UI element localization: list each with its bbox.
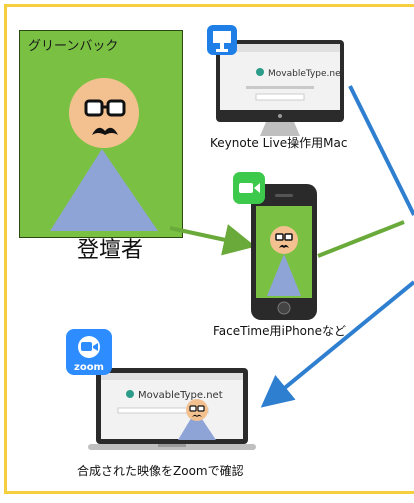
iphone-device (251, 184, 317, 320)
greenscreen-panel: グリーンバック (19, 30, 183, 238)
imac-device: MovableType.net (216, 40, 344, 136)
performer-head (69, 78, 139, 148)
arrow-mac-to-right (348, 85, 414, 216)
laptop-screen-logo: MovableType.net (138, 390, 223, 401)
facetime-icon (233, 172, 265, 204)
apple-logo (278, 114, 282, 118)
setup-frame (4, 4, 414, 494)
mustache (92, 127, 118, 135)
imac-screen-logo: MovableType.net (268, 69, 344, 79)
performer-figure (50, 78, 158, 231)
arrow-iphone-to-right (317, 220, 405, 258)
laptop-label: 合成された映像をZoomで確認 (77, 464, 244, 478)
laptop-screen (101, 373, 243, 439)
arrow-performer-to-iphone (169, 224, 256, 256)
mac-label: Keynote Live操作用Mac (210, 136, 348, 150)
iphone-label: FaceTime用iPhoneなど (213, 324, 347, 338)
keynote-icon (207, 25, 237, 55)
performer-body (50, 149, 158, 231)
arrow-right-to-laptop (260, 280, 414, 408)
zoom-icon-label: zoom (74, 362, 104, 373)
performer-label: 登壇者 (77, 238, 144, 263)
laptop-device: MovableType.net (88, 368, 256, 450)
zoom-icon: zoom (66, 329, 112, 375)
greenscreen-label: グリーンバック (28, 39, 119, 54)
